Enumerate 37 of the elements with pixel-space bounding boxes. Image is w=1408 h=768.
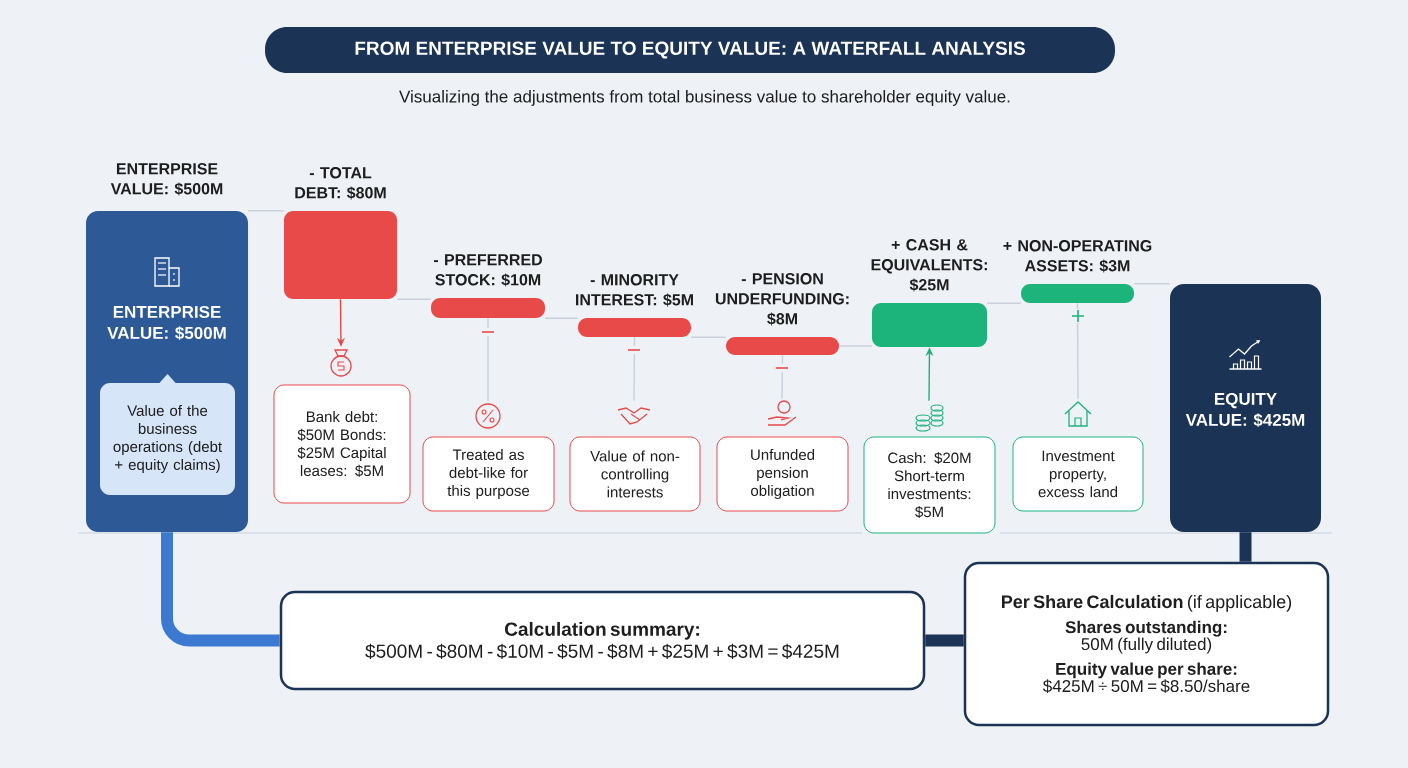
detail-box: Unfunded pension obligation xyxy=(716,436,849,512)
connector-line xyxy=(1076,302,1079,400)
bar-label: + NON-OPERATING ASSETS: $3M xyxy=(1003,240,1152,273)
bar-label: ENTERPRISE VALUE: $500M xyxy=(110,163,223,196)
connector-line xyxy=(1133,283,1171,285)
connector-line xyxy=(161,532,280,647)
connector-line xyxy=(1239,532,1252,562)
connector-line xyxy=(690,336,727,338)
connector-line xyxy=(544,317,579,319)
money-bag-icon xyxy=(330,349,352,377)
detail-box: Treated as debt-like for this purpose xyxy=(422,436,555,512)
detail-box: Value of non-controlling interests xyxy=(569,436,701,512)
callout-box: Value of the business operations (debt + equity claims) xyxy=(100,374,235,495)
connector-line xyxy=(781,354,784,400)
coins-icon xyxy=(915,404,944,432)
bar-label: - PENSION UNDERFUNDING: $8M xyxy=(715,273,849,326)
connector-line xyxy=(396,298,432,300)
connector-line xyxy=(247,210,285,212)
bar-label: - PREFERRED STOCK: $10M xyxy=(433,254,542,287)
subtitle: Visualizing the adjustments from total business value to shareholder equity value. xyxy=(399,90,1010,106)
handshake-icon xyxy=(617,407,651,425)
bar-label: - MINORITY INTEREST: $5M xyxy=(576,274,693,307)
detail-box: Investment property, excess land xyxy=(1012,436,1144,512)
calculation-box: Per Share Calculation (if applicable) Shares outstanding: 50M (fully diluted) Equity value per share: $425M ÷ 50M = $8.50/share xyxy=(963,561,1330,727)
summary-box: Calculation summary: $500M - $80M - $10M - $5M - $8M + $25M + $3M = $425M xyxy=(279,590,926,691)
bar-label: + CASH & EQUIVALENTS: $25M xyxy=(871,239,987,292)
hand-coin-icon xyxy=(767,400,797,426)
detail-box: Cash: $20M Short-term investments: $5M xyxy=(863,436,996,534)
connector-line xyxy=(633,336,636,402)
percent-icon xyxy=(475,403,501,429)
house-icon xyxy=(1064,401,1092,427)
connector-line xyxy=(925,634,964,647)
bar-label: - TOTAL DEBT: $80M xyxy=(295,167,386,200)
title-banner: FROM ENTERPRISE VALUE TO EQUITY VALUE: A WATERFALL ANALYSIS xyxy=(265,27,1115,73)
detail-box: Bank debt: $50M Bonds: $25M Capital leases: $5M xyxy=(273,384,411,504)
value-bar: EQUITY VALUE: $425M xyxy=(1170,284,1321,532)
connector-line xyxy=(986,302,1022,304)
